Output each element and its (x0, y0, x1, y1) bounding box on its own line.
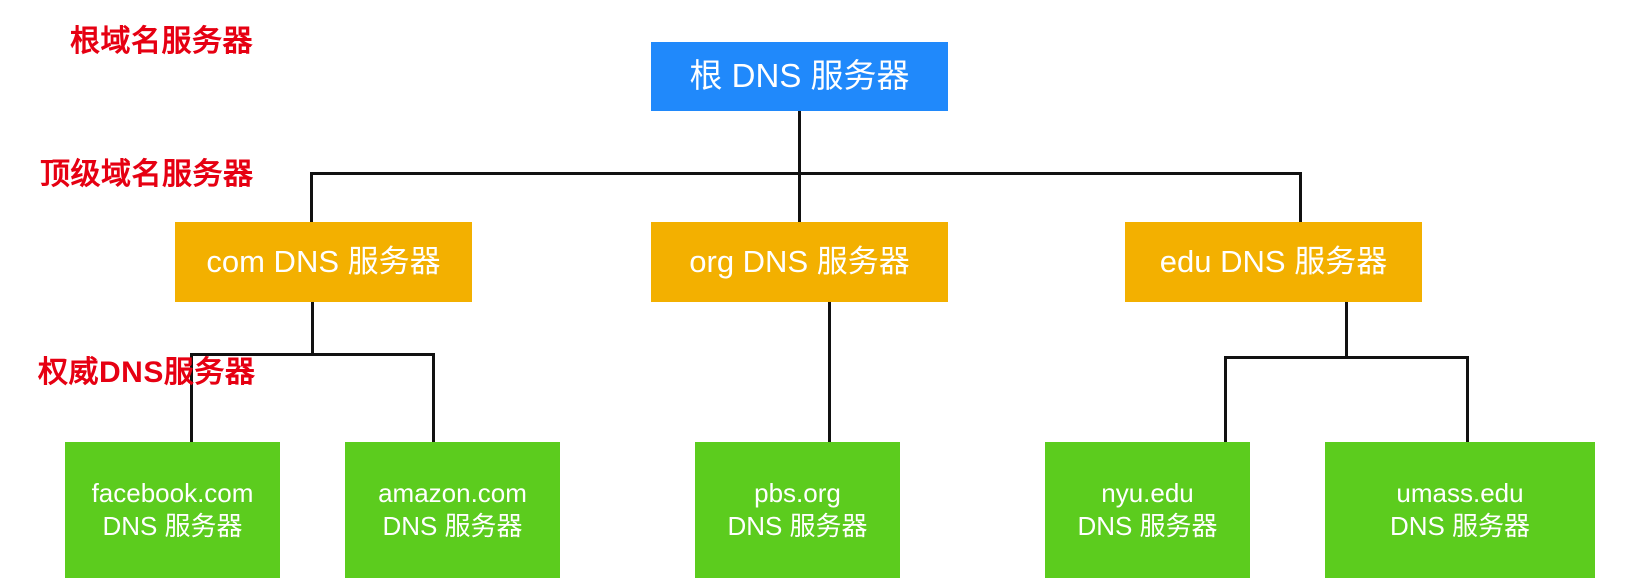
node-com-dns[interactable]: com DNS 服务器 (175, 222, 472, 302)
node-edu-dns[interactable]: edu DNS 服务器 (1125, 222, 1422, 302)
node-label-line: DNS 服务器 (1077, 511, 1218, 541)
connector-root-drop (798, 111, 801, 175)
node-label-line: edu DNS 服务器 (1159, 244, 1388, 280)
node-label-line: facebook.com (91, 477, 254, 508)
tier-label-tld-tier: 顶级域名服务器 (40, 158, 254, 191)
node-label-line: umass.edu (1396, 477, 1524, 508)
node-label-line: amazon.com (378, 477, 527, 508)
connector-edu-drop (1345, 302, 1348, 359)
node-org-dns[interactable]: org DNS 服务器 (651, 222, 948, 302)
connector-com-bus (190, 353, 435, 356)
connector-com-riser (310, 172, 313, 222)
node-label-line: DNS 服务器 (727, 511, 868, 541)
node-label-line: com DNS 服务器 (206, 244, 441, 280)
node-label-line: DNS 服务器 (1389, 511, 1531, 541)
node-label-line: 根 DNS 服务器 (689, 57, 910, 95)
node-label-line: DNS 服务器 (382, 511, 523, 541)
node-root-dns[interactable]: 根 DNS 服务器 (651, 42, 948, 111)
tier-label-auth-tier: 权威DNS服务器 (38, 356, 256, 389)
connector-umass-riser (1466, 356, 1469, 442)
connector-pbs-drop (828, 302, 831, 442)
connector-edu-bus (1224, 356, 1469, 359)
connector-facebook-riser (190, 353, 193, 442)
node-label-line: pbs.org (754, 477, 841, 508)
connector-root-bus (310, 172, 1302, 175)
node-label-line: DNS 服务器 (102, 511, 243, 541)
tier-label-root-tier: 根域名服务器 (70, 25, 253, 58)
connector-org-riser (798, 172, 801, 222)
connector-edu-riser (1299, 172, 1302, 222)
connector-amazon-riser (432, 353, 435, 442)
node-label-line: nyu.edu (1101, 477, 1194, 508)
connector-com-drop (311, 302, 314, 356)
connector-nyu-riser (1224, 356, 1227, 442)
node-label-line: org DNS 服务器 (689, 244, 910, 280)
